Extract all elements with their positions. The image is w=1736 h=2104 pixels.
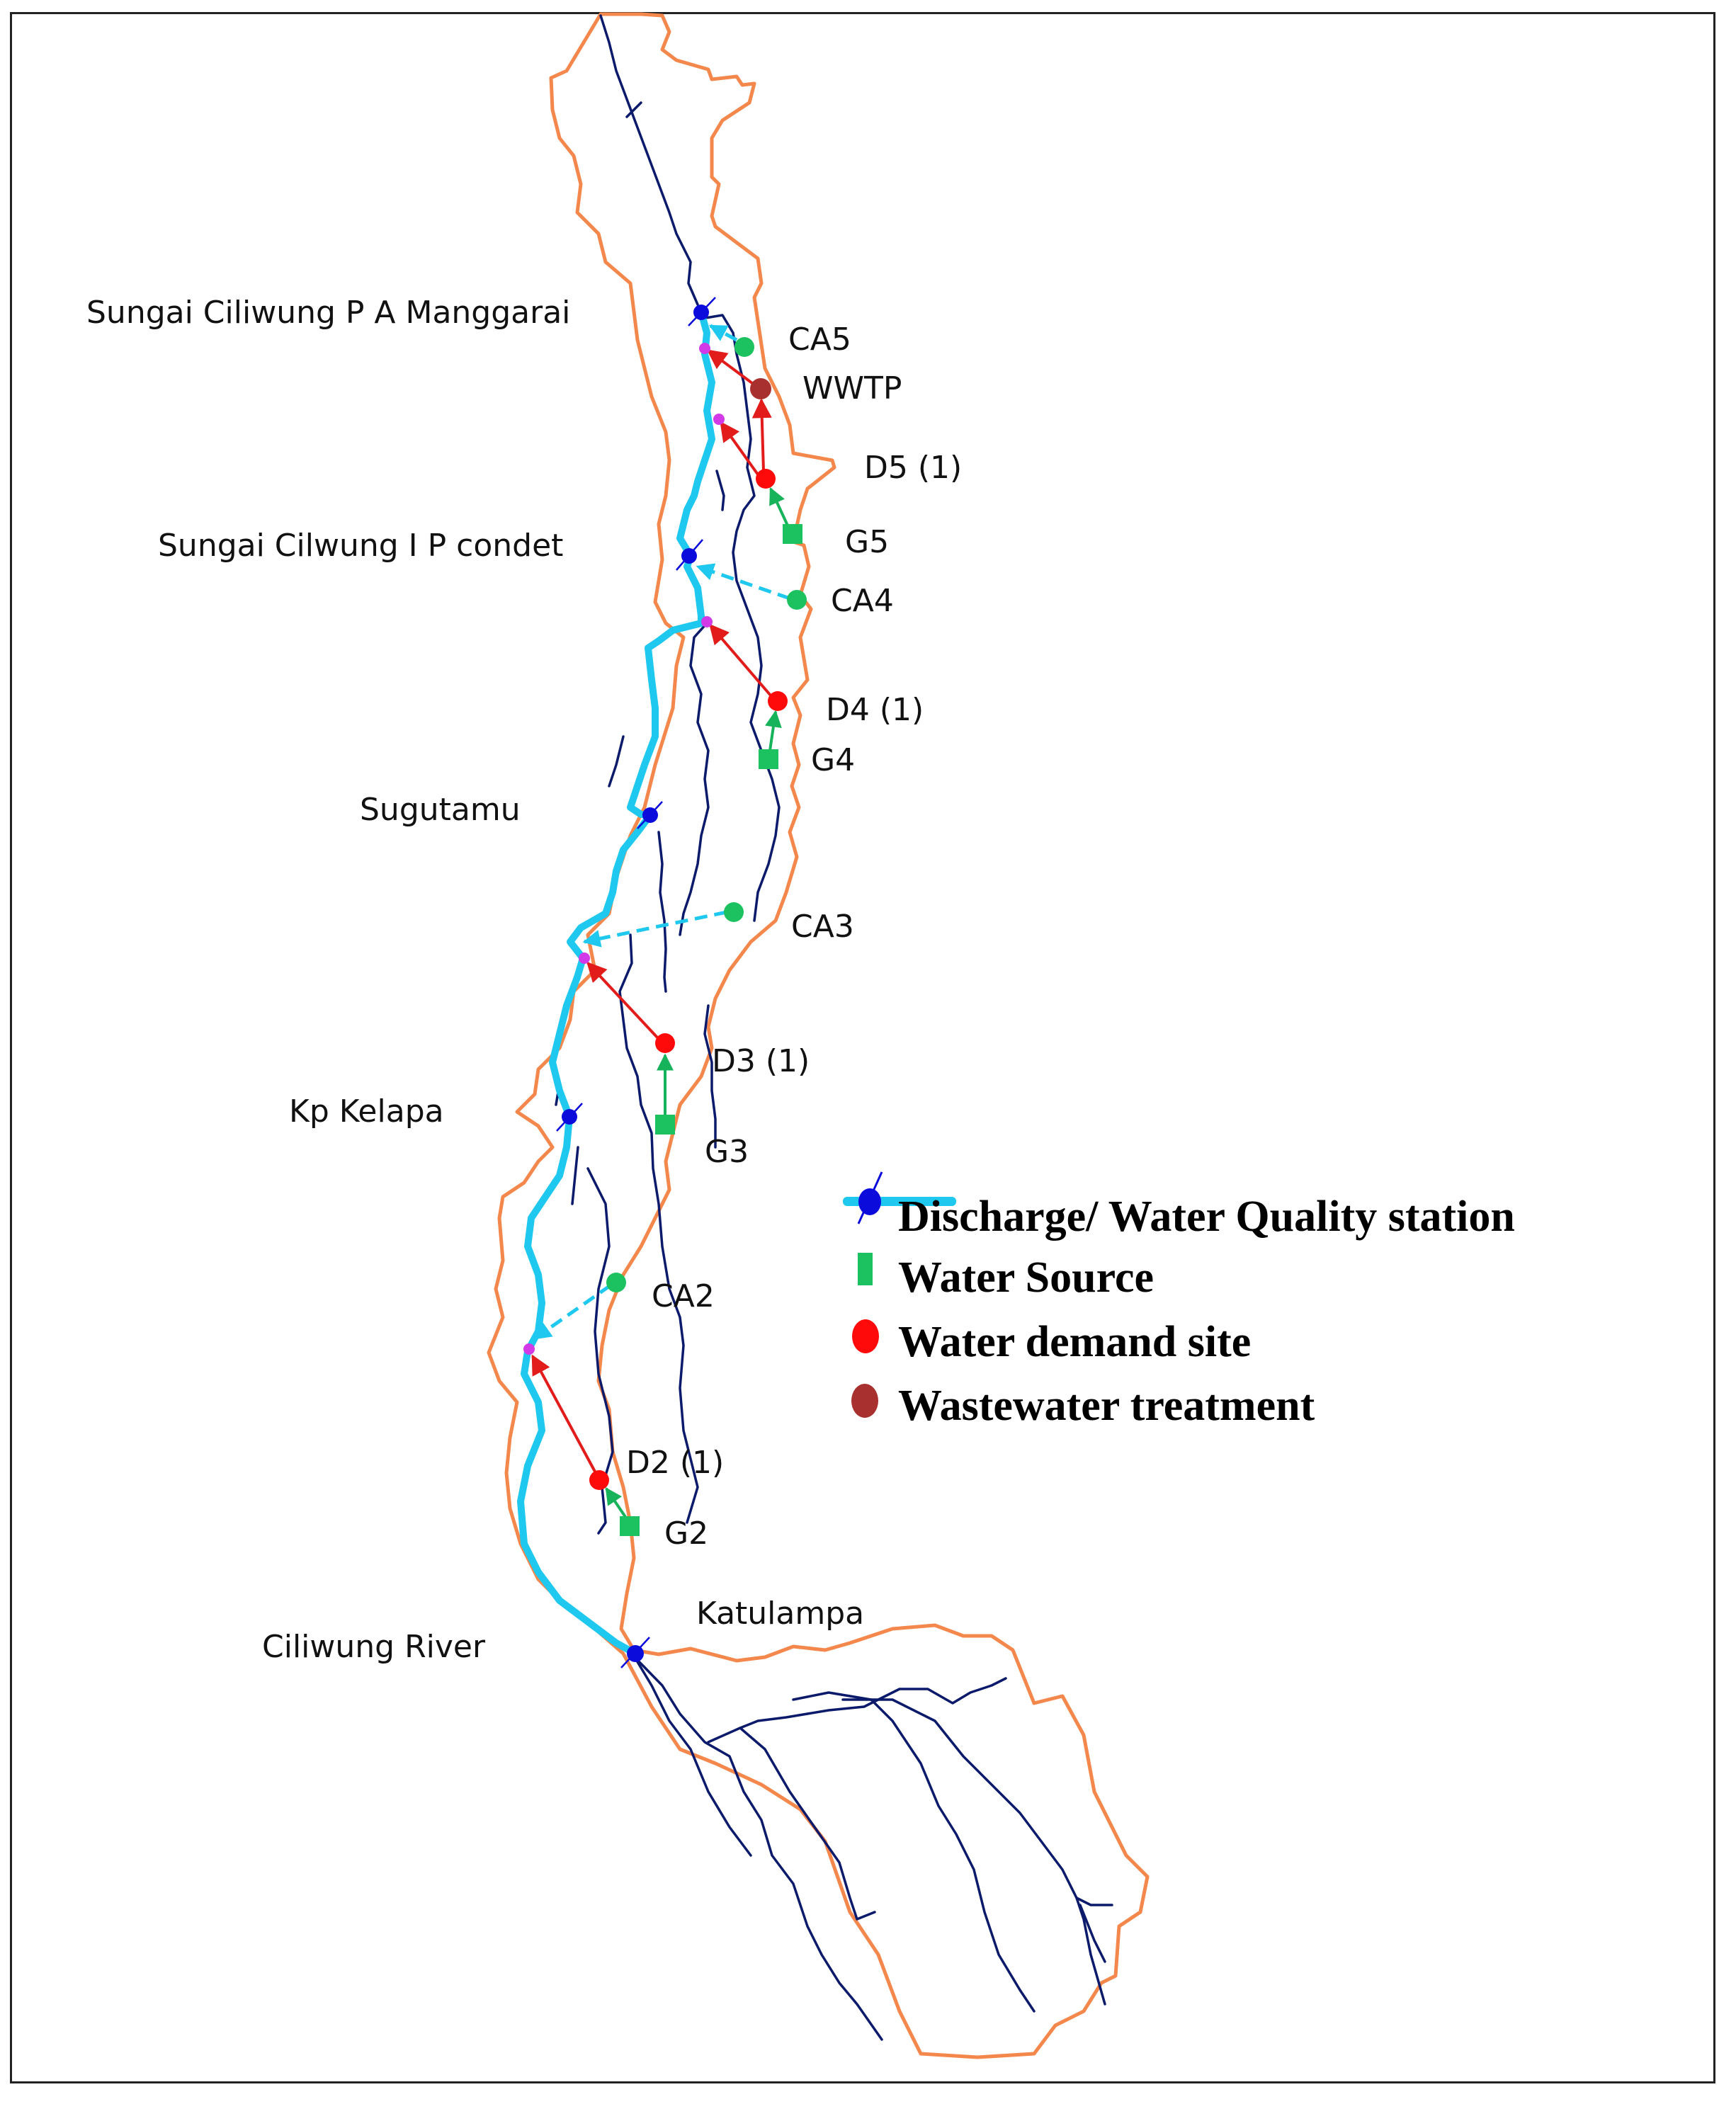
- wwtp-icon[interactable]: [750, 378, 771, 399]
- water-source-g4-icon[interactable]: [759, 749, 778, 769]
- station-icon[interactable]: [620, 1637, 650, 1668]
- legend-label: Water Source: [898, 1253, 1154, 1302]
- node-label: WWTP: [802, 370, 902, 406]
- node-label: G2: [664, 1516, 708, 1552]
- node-label: CA4: [831, 583, 894, 619]
- demand-d4-icon[interactable]: [768, 691, 788, 711]
- catchment-ca3-icon[interactable]: [724, 902, 744, 922]
- station-icon[interactable]: [637, 801, 663, 829]
- station-icon[interactable]: [688, 297, 716, 326]
- legend-label: Discharge/ Water Quality station: [898, 1193, 1515, 1241]
- legend-water-source-icon: [858, 1253, 873, 1285]
- demand-d5-icon[interactable]: [756, 469, 776, 489]
- node-label: D4 (1): [826, 692, 924, 728]
- stations: [556, 297, 716, 1668]
- water-source-g3-icon[interactable]: [655, 1115, 675, 1135]
- station-label: Katulampa: [696, 1596, 864, 1632]
- node-label: D3 (1): [712, 1043, 810, 1079]
- water-sources: [620, 524, 802, 1536]
- supply-links: [605, 487, 789, 1518]
- station-label: Sungai Ciliwung P A Manggarai: [86, 295, 570, 331]
- station-label: Sungai Cilwung I P condet: [158, 528, 563, 564]
- tributaries: [551, 14, 1113, 2041]
- node-label: CA2: [652, 1278, 715, 1314]
- catchment-boundary: [487, 12, 1150, 2059]
- demand-d2-icon[interactable]: [589, 1470, 609, 1490]
- main-river: [517, 309, 715, 1657]
- node-label: CA5: [788, 322, 851, 358]
- station-icon[interactable]: [556, 1103, 583, 1132]
- map-frame: [10, 12, 1715, 2083]
- catchment-ca5-icon[interactable]: [734, 337, 754, 357]
- node-label: D5 (1): [864, 450, 962, 486]
- water-source-g2-icon[interactable]: [620, 1516, 640, 1536]
- node-label: CA3: [791, 909, 854, 945]
- node-label: G3: [705, 1134, 749, 1170]
- junctions: [523, 343, 725, 1355]
- station-label: Sugutamu: [360, 792, 521, 828]
- legend-station-icon: [843, 1171, 956, 1224]
- legend: Discharge/ Water Quality station Water S…: [843, 1171, 1515, 1430]
- legend-label: Wastewater treatment: [898, 1382, 1315, 1430]
- water-source-g5-icon[interactable]: [783, 524, 802, 544]
- node-label: G5: [845, 524, 889, 560]
- node-label: D2 (1): [626, 1445, 724, 1481]
- demand-d3-icon[interactable]: [655, 1033, 675, 1053]
- station-icon[interactable]: [676, 539, 703, 571]
- catchment-ca4-icon[interactable]: [787, 590, 807, 610]
- legend-demand-site-icon: [852, 1319, 879, 1353]
- catchments: [606, 337, 807, 1292]
- station-label: Kp Kelapa: [289, 1093, 444, 1130]
- node-label: G4: [811, 742, 855, 778]
- runoff-links: [533, 324, 790, 1341]
- legend-wastewater-icon: [851, 1384, 878, 1418]
- transmission-links: [531, 349, 772, 1472]
- station-label: Ciliwung River: [262, 1629, 486, 1665]
- catchment-ca2-icon[interactable]: [606, 1273, 626, 1292]
- legend-label: Water demand site: [898, 1318, 1251, 1366]
- demand-sites: [589, 469, 788, 1490]
